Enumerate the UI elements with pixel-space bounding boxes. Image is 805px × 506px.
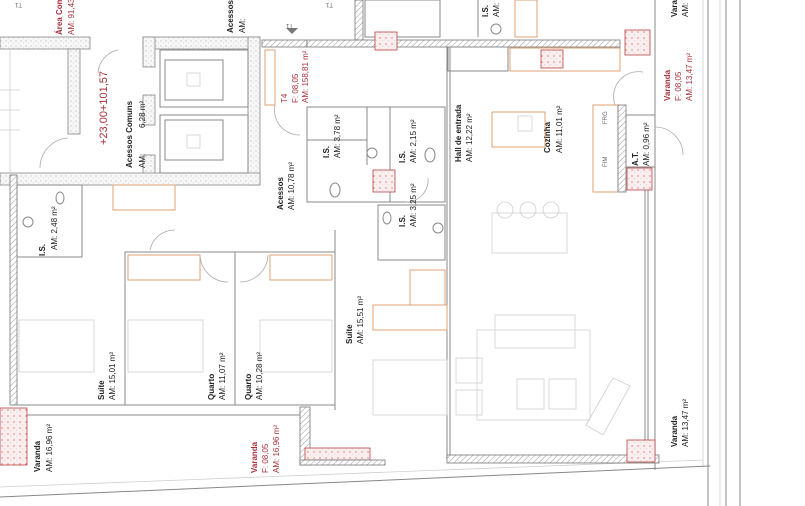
svg-text:AM: 91,43: AM: 91,43 (67, 0, 76, 35)
svg-text:A.T.: A.T. (631, 152, 640, 166)
svg-text:I.S.: I.S. (398, 215, 407, 227)
svg-text:AM:: AM: (238, 19, 247, 33)
svg-text:AM:: AM: (681, 3, 690, 17)
svg-text:F: 08,05: F: 08,05 (674, 71, 683, 101)
svg-text:AM: 3,78 m²: AM: 3,78 m² (333, 114, 342, 158)
svg-text:AM: 158,81 m²: AM: 158,81 m² (301, 50, 310, 103)
svg-text:AM:: AM: (492, 3, 501, 17)
exterior-lines (0, 0, 741, 506)
svg-text:AM: 13,47 m²: AM: 13,47 m² (685, 53, 694, 101)
svg-text:AM: 3,25 m²: AM: 3,25 m² (409, 183, 418, 227)
svg-text:AM: 16,96 m²: AM: 16,96 m² (272, 425, 281, 473)
svg-text:F: 08,05: F: 08,05 (291, 73, 300, 103)
svg-text:AM:: AM: (138, 154, 147, 168)
svg-text:FIM: FIM (603, 157, 609, 167)
svg-text:Suite: Suite (345, 324, 354, 344)
svg-text:AM: 2,48 m²: AM: 2,48 m² (50, 206, 59, 250)
svg-text:Quarto: Quarto (207, 374, 216, 400)
svg-text:Quarto: Quarto (244, 374, 253, 400)
upper-rooms (306, 0, 651, 72)
level-mark: T1 (325, 1, 333, 7)
svg-text:Varanda: Varanda (670, 415, 679, 447)
svg-text:I.S.: I.S. (398, 151, 407, 163)
svg-text:Varanda: Varanda (33, 440, 42, 472)
svg-text:I.S.: I.S. (481, 5, 490, 17)
svg-text:AM: 0,96 m²: AM: 0,96 m² (642, 122, 651, 166)
svg-text:I.S.: I.S. (38, 244, 47, 256)
svg-text:Varanda: Varanda (250, 441, 259, 473)
section-arrow-icon (286, 28, 298, 34)
svg-text:AM: 2,15 m²: AM: 2,15 m² (409, 119, 418, 163)
svg-text:AM: 11,01 m²: AM: 11,01 m² (555, 105, 564, 153)
svg-text:Acessos: Acessos (276, 177, 285, 210)
svg-text:AM: 13,47 m²: AM: 13,47 m² (681, 399, 690, 447)
svg-text:Varanda: Varanda (670, 0, 679, 17)
svg-text:I.S.: I.S. (322, 146, 331, 158)
svg-text:AM: 16,96 m²: AM: 16,96 m² (45, 424, 54, 472)
svg-text:Hall de entrada: Hall de entrada (454, 104, 463, 162)
svg-text:AM: 15,01 m²: AM: 15,01 m² (108, 352, 117, 400)
bedrooms (0, 174, 448, 466)
svg-text:Acessos: Acessos (226, 0, 235, 33)
svg-text:F: 08,05: F: 08,05 (261, 443, 270, 473)
svg-text:T4: T4 (280, 93, 289, 103)
svg-text:+23,00+101,57: +23,00+101,57 (98, 71, 110, 145)
bathrooms (306, 106, 446, 261)
svg-text:Suite: Suite (97, 380, 106, 400)
svg-text:Acessos Comuns: Acessos Comuns (125, 100, 134, 168)
svg-text:Cozinha: Cozinha (543, 121, 552, 153)
svg-text:Área Comum: Área Comum (55, 0, 64, 35)
living-kitchen (446, 47, 684, 464)
svg-text:FRG: FRG (603, 111, 609, 124)
room-labels: Área Comum AM: 91,43 +23,00+101,57 Acess… (33, 0, 694, 473)
svg-text:Varanda: Varanda (663, 69, 672, 101)
section-mark: T1 (285, 22, 293, 28)
svg-text:AM:: AM: (465, 148, 474, 162)
svg-text:12,22 m²: 12,22 m² (465, 113, 474, 145)
svg-text:6,28 m²: 6,28 m² (138, 101, 147, 128)
svg-text:AM: 11,07 m²: AM: 11,07 m² (218, 352, 227, 400)
svg-text:AM: 15,51 m²: AM: 15,51 m² (356, 296, 365, 344)
svg-text:AM: 10,28 m²: AM: 10,28 m² (255, 352, 264, 400)
common-core (0, 36, 308, 186)
svg-text:AM: 10,78 m²: AM: 10,78 m² (287, 162, 296, 210)
level-mark: T1 (14, 1, 22, 7)
